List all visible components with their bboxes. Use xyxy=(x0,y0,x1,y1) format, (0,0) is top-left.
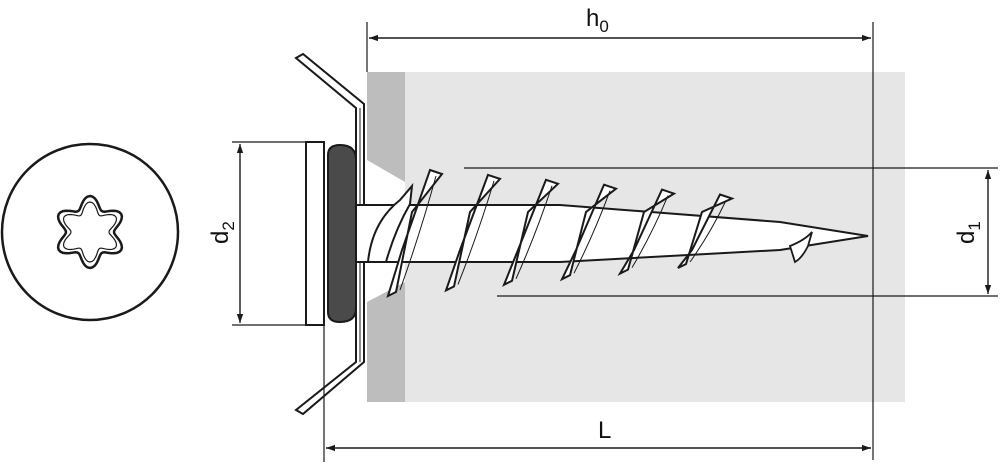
thread-ridge xyxy=(399,175,437,291)
torx-head-icon xyxy=(0,142,180,322)
thread-flank xyxy=(444,173,502,293)
extension-lines xyxy=(232,22,998,462)
dimension-d1: d1 xyxy=(953,170,992,294)
thread-ridge xyxy=(457,180,495,285)
thread-flank xyxy=(502,178,560,287)
thread-ridge xyxy=(573,190,611,274)
screw-head-disc xyxy=(305,141,325,326)
sealing-washer xyxy=(327,143,357,324)
d1-label: d1 xyxy=(953,221,984,244)
thread-ridge xyxy=(631,195,669,268)
dimension-L: L xyxy=(326,417,871,452)
thread-ridge xyxy=(689,200,727,263)
h0-label: h0 xyxy=(586,5,609,36)
dimension-d2: d2 xyxy=(207,144,244,323)
screw-shank xyxy=(355,168,869,298)
screw-threads xyxy=(386,168,735,298)
thread-flank xyxy=(559,183,619,282)
L-label: L xyxy=(598,417,611,444)
d2-label: d2 xyxy=(207,221,238,244)
dimension-h0: h0 xyxy=(369,5,871,42)
thread-ridge xyxy=(515,185,553,280)
thread-flank xyxy=(386,168,444,298)
thread-flank xyxy=(677,193,735,269)
thread-flank xyxy=(617,188,677,277)
